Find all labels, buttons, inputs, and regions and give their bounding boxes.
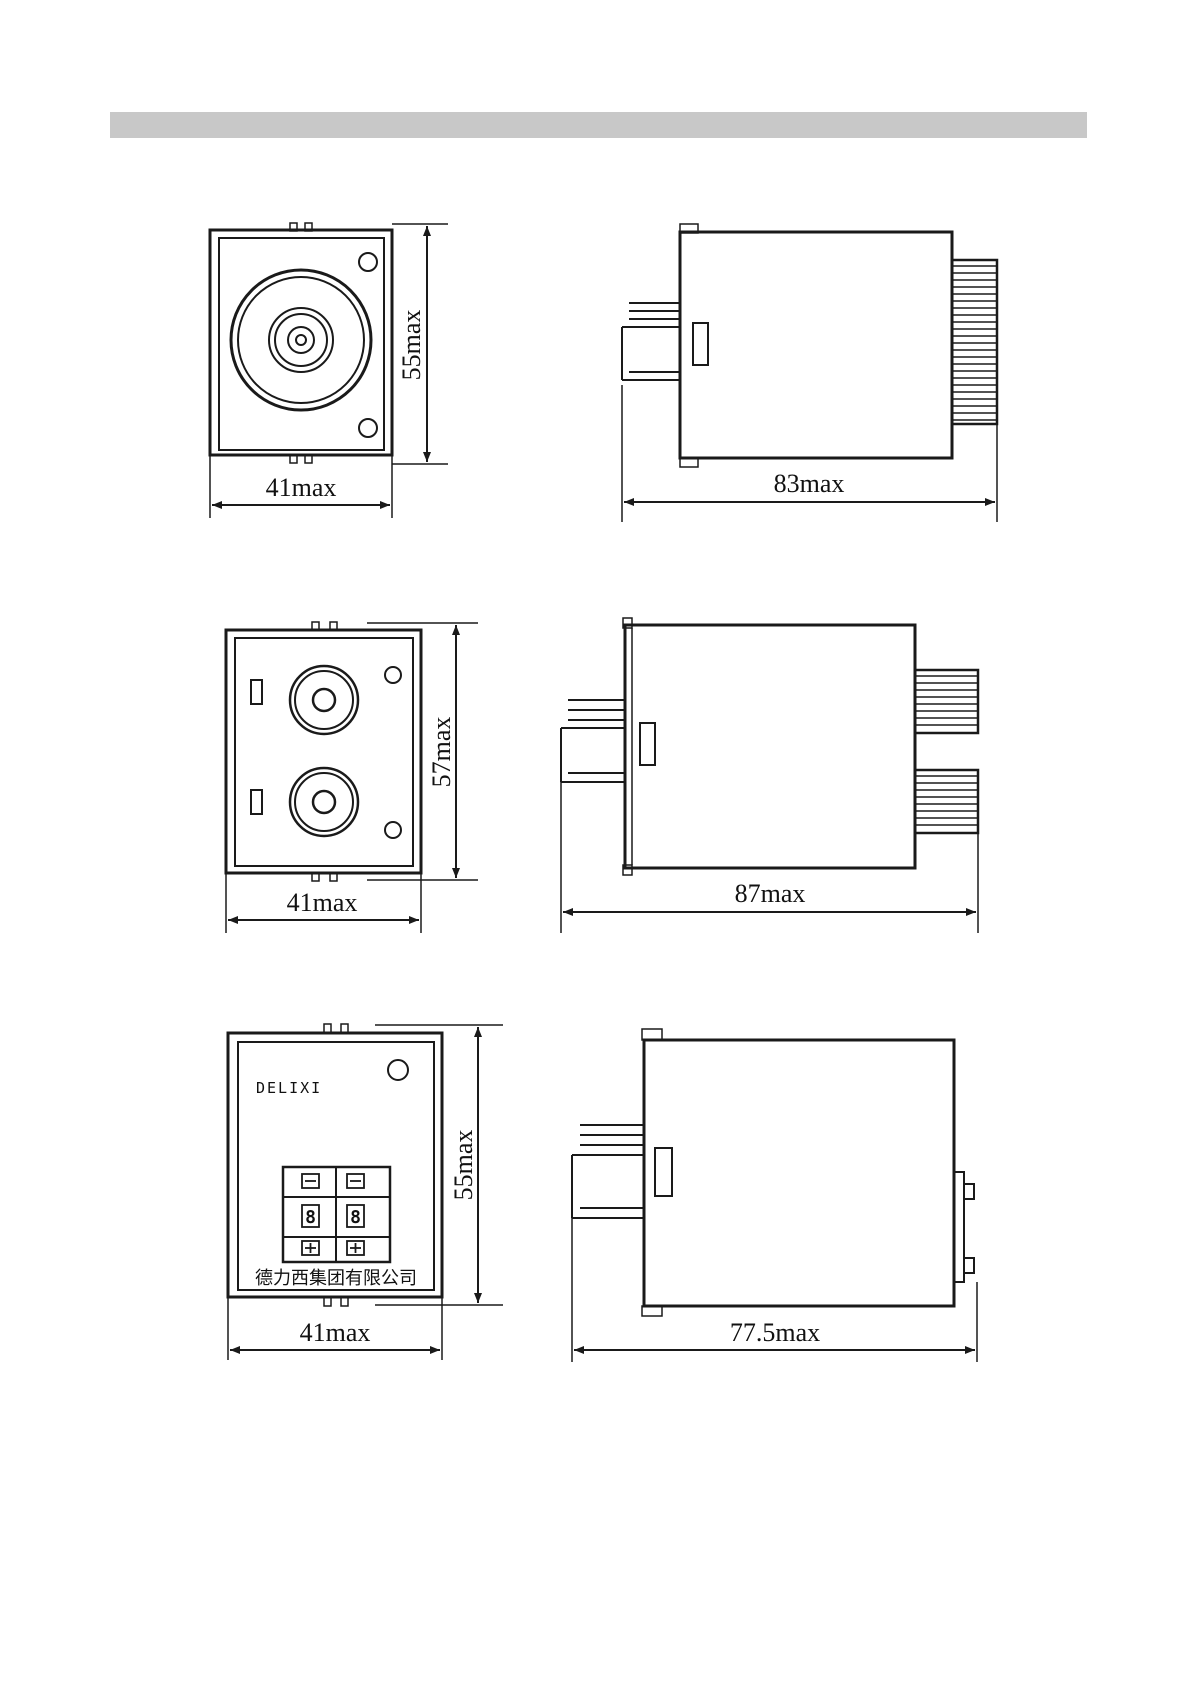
width-label: 41max xyxy=(300,1318,371,1347)
height-label: 55max xyxy=(397,310,426,381)
side-latch xyxy=(655,1148,672,1196)
model-2: 57max 41max xyxy=(226,618,978,933)
depth-label: 83max xyxy=(774,469,845,498)
height-label: 57max xyxy=(427,717,456,788)
model-3-front-view: DELIXI 8 8 xyxy=(228,1024,503,1360)
led-window xyxy=(251,790,262,814)
model-1-front-view: 55max 41max xyxy=(210,223,448,518)
model-3: DELIXI 8 8 xyxy=(228,1024,977,1362)
side-thumbwheel-buttons xyxy=(954,1172,974,1282)
timer-dial-knob xyxy=(290,768,358,836)
height-label: 55max xyxy=(449,1130,478,1201)
connector-pins xyxy=(561,700,625,782)
model-2-side-view: 87max xyxy=(561,618,978,933)
width-label: 41max xyxy=(287,888,358,917)
thumbwheel-switch-panel: 8 8 xyxy=(283,1167,390,1262)
timer-dial-knob xyxy=(231,270,371,410)
model-3-side-view: 77.5max xyxy=(572,1029,977,1362)
timer-dial-knob xyxy=(290,666,358,734)
connector-pins xyxy=(622,303,680,380)
indicator-light xyxy=(388,1060,408,1080)
connector-pins xyxy=(572,1125,644,1218)
indicator-light xyxy=(359,253,377,271)
depth-label: 87max xyxy=(735,879,806,908)
model-2-front-view: 57max 41max xyxy=(226,622,478,933)
indicator-light xyxy=(385,667,401,683)
brand-label: DELIXI xyxy=(256,1079,322,1097)
led-window xyxy=(251,680,262,704)
indicator-light xyxy=(359,419,377,437)
digit-display: 8 xyxy=(305,1207,316,1228)
side-latch xyxy=(640,723,655,765)
side-latch xyxy=(693,323,708,365)
model-1: 55max 41max xyxy=(210,223,997,522)
digit-display: 8 xyxy=(350,1207,361,1228)
width-label: 41max xyxy=(266,473,337,502)
dial-knurl xyxy=(915,770,978,833)
dial-knurl xyxy=(915,670,978,733)
indicator-light xyxy=(385,822,401,838)
depth-label: 77.5max xyxy=(730,1318,820,1347)
model-1-side-view: 83max xyxy=(622,224,997,522)
dial-knurl xyxy=(952,260,997,424)
company-label: 德力西集团有限公司 xyxy=(255,1268,417,1289)
